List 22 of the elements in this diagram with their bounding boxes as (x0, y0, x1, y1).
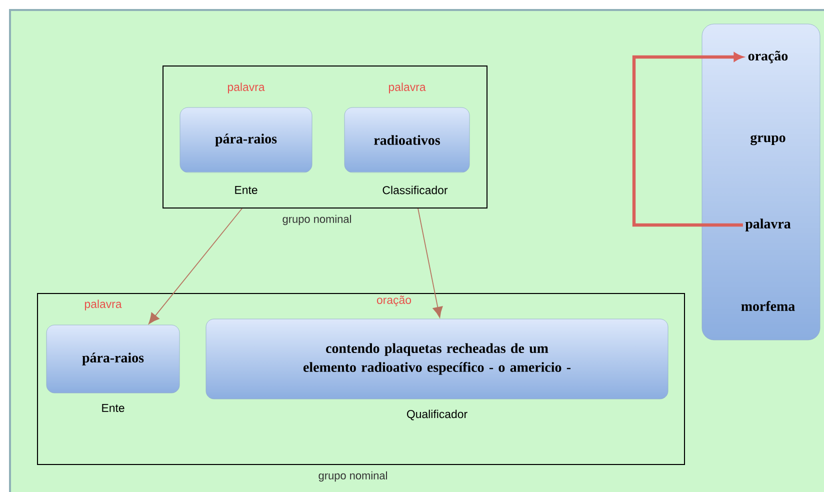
role-label: oração (376, 296, 412, 306)
word-box: pára-raios (180, 107, 312, 173)
role-label: Qualificador (406, 410, 468, 420)
level-label: morfema (741, 301, 795, 311)
node-label: grupo nominal (282, 214, 351, 226)
level-label: grupo (750, 134, 786, 146)
arrow (418, 208, 443, 318)
word-box: pára-raios (46, 324, 180, 394)
role-label: palavra (84, 300, 122, 310)
level-label: oração (748, 50, 788, 64)
arrow (632, 52, 743, 227)
word-box: radioativos (344, 107, 470, 173)
level-column (702, 24, 820, 340)
role-label: palavra (388, 82, 426, 94)
arrow (148, 208, 242, 324)
role-label: palavra (228, 82, 265, 94)
role-label: Ente (235, 186, 258, 194)
role-label: Ente (102, 404, 124, 412)
word-box: contendo plaquetas recheadas de um elemento radioativo específico - o americio - (206, 318, 668, 400)
node-label: grupo nominal (318, 471, 387, 482)
role-label: Classificador (382, 186, 448, 194)
level-label: palavra (745, 218, 791, 232)
